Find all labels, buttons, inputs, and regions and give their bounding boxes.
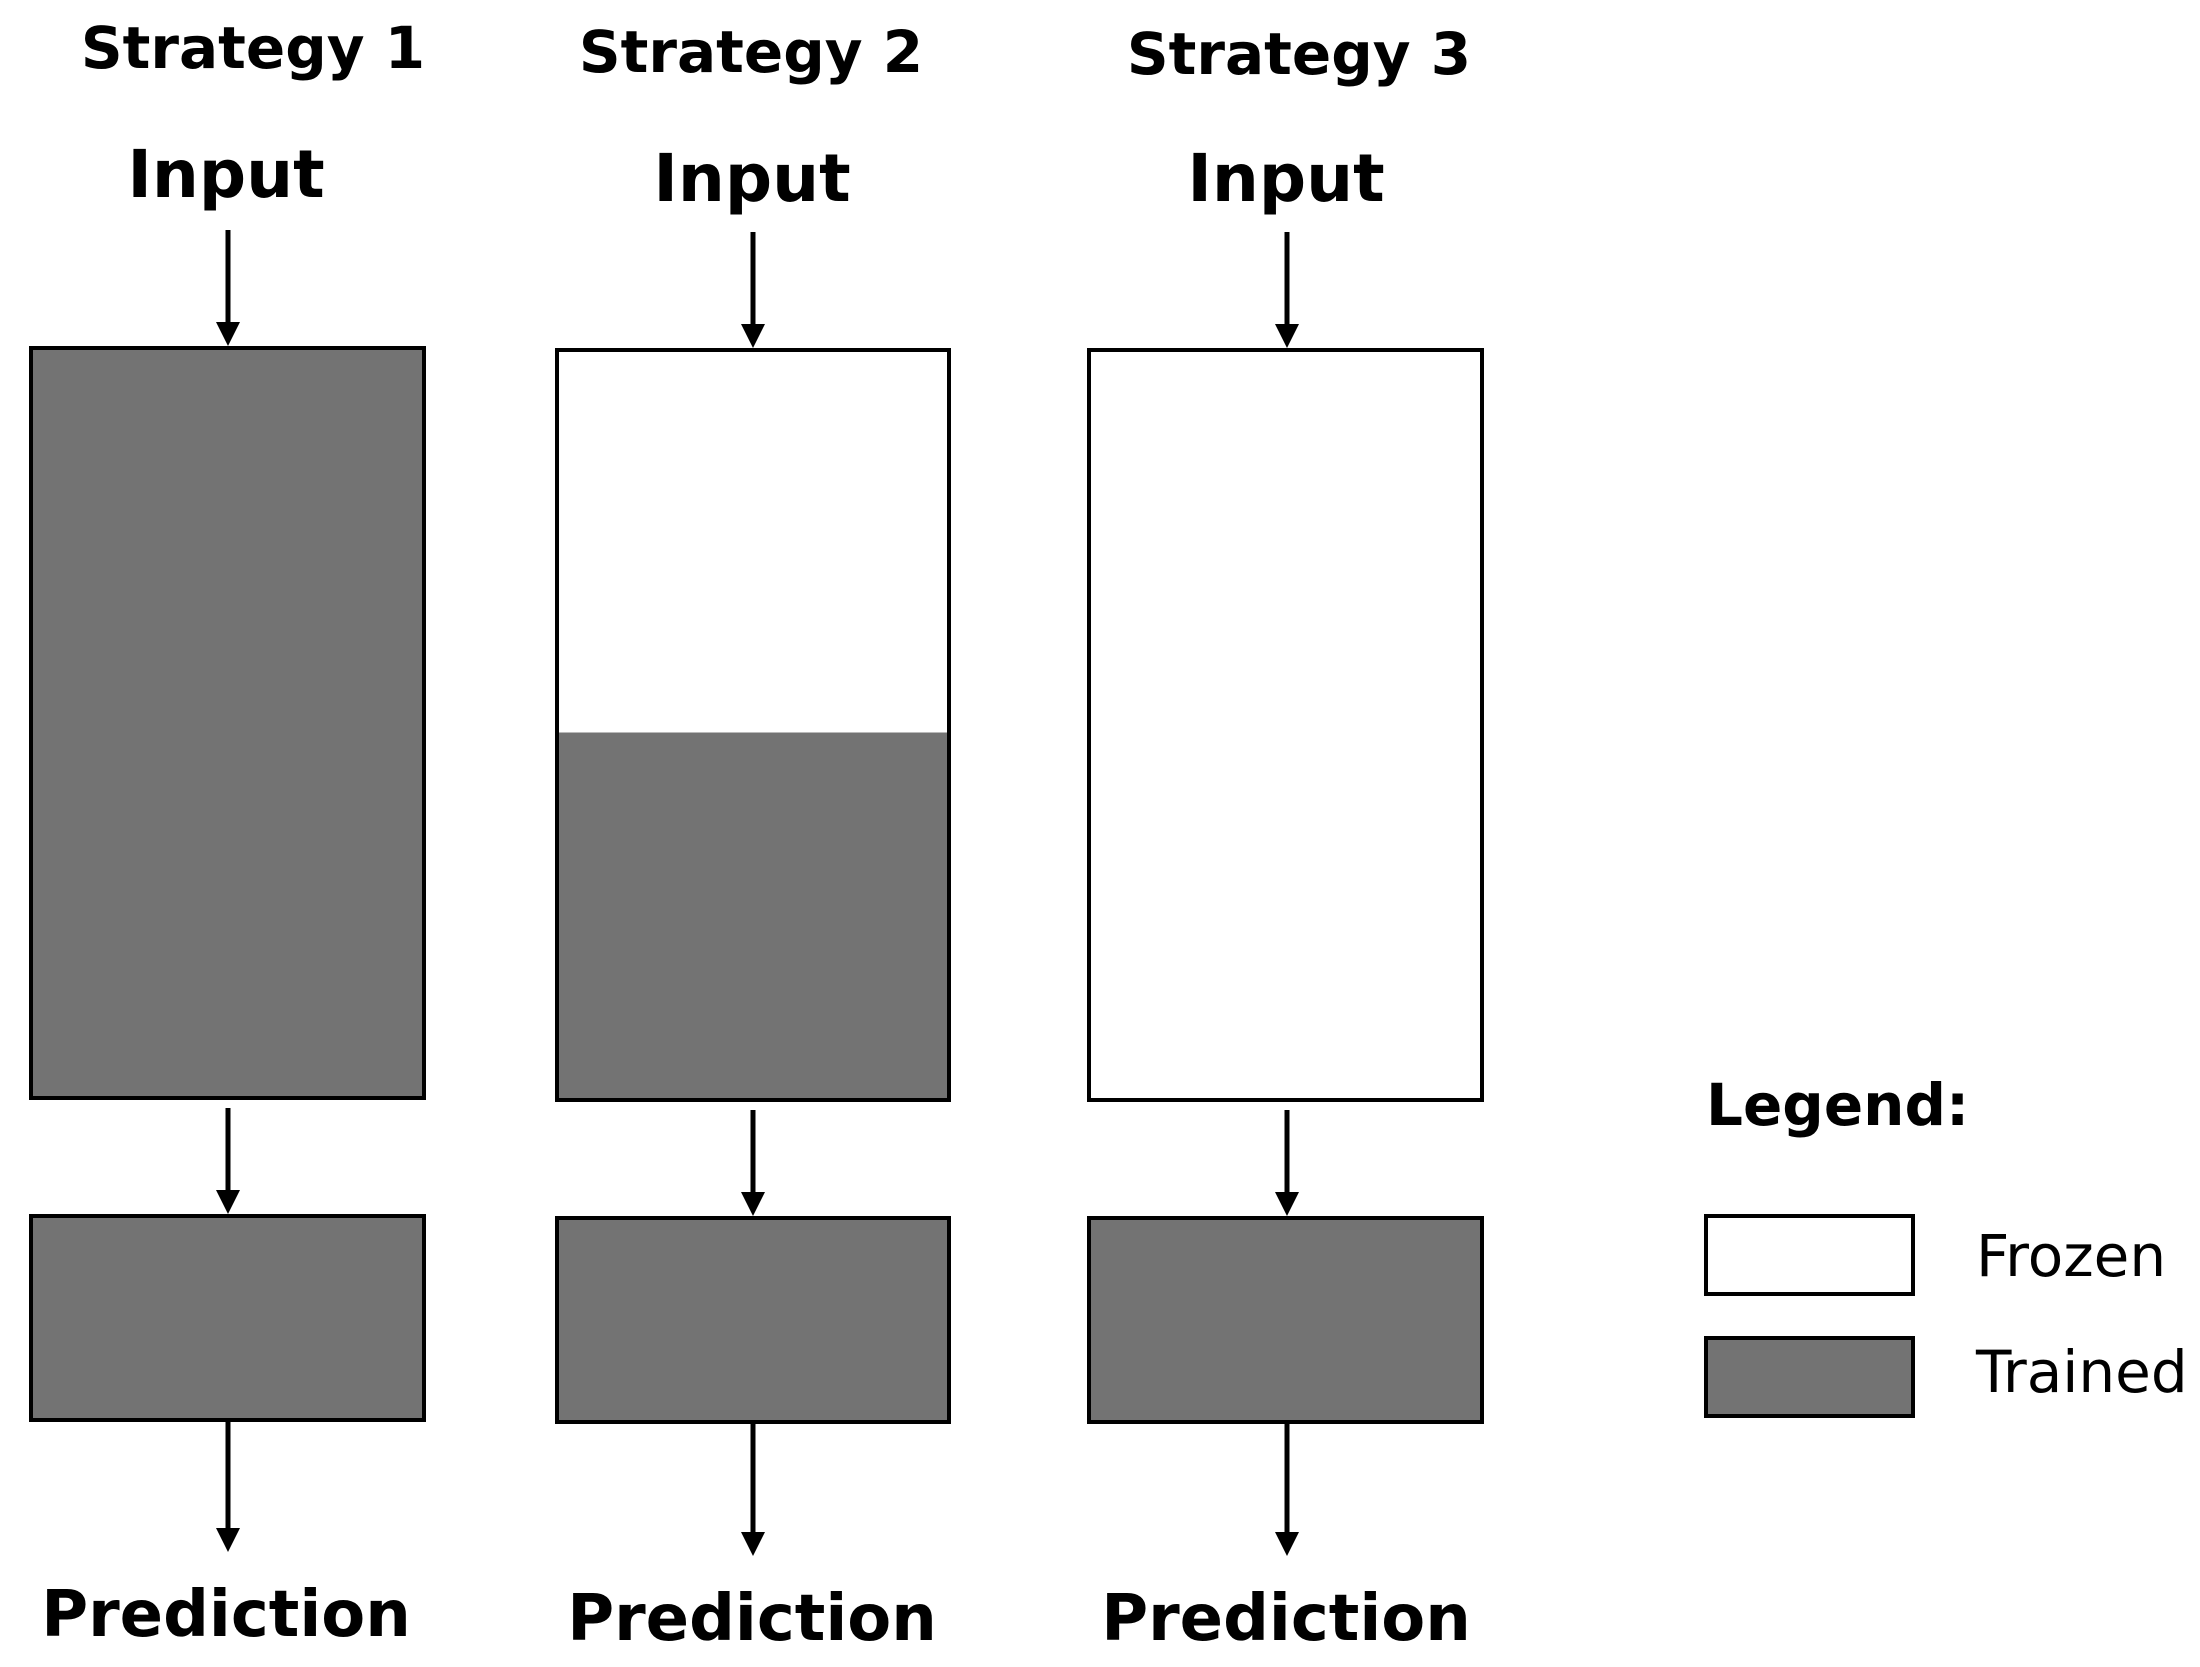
strategy-2-input-label: Input [653, 140, 850, 217]
strategy-2: Strategy 2 Input Prediction [555, 18, 951, 1656]
strategy-1-backbone-block [29, 346, 426, 1100]
legend-item-trained: Trained [1704, 1336, 2188, 1418]
strategy-3-backbone-outline [1087, 348, 1484, 1102]
strategy-3-backbone-frozen-part [1087, 348, 1484, 1102]
strategy-2-input-arrow [741, 232, 765, 348]
strategy-3-output-arrow [1275, 1424, 1299, 1556]
strategy-1-output-arrow [216, 1422, 240, 1552]
legend: Legend: Frozen Trained [1704, 1071, 2188, 1418]
strategy-1-title: Strategy 1 [81, 14, 425, 82]
strategy-2-output-arrow [741, 1424, 765, 1556]
strategy-1: Strategy 1 Input Prediction [29, 14, 426, 1652]
legend-label-trained: Trained [1975, 1338, 2188, 1406]
strategy-2-backbone-outline [555, 348, 951, 1102]
legend-title: Legend: [1706, 1071, 1969, 1139]
legend-label-frozen: Frozen [1976, 1222, 2166, 1290]
strategy-3-output-label: Prediction [1101, 1582, 1471, 1656]
strategy-1-middle-arrow [216, 1108, 240, 1214]
strategy-2-head-block [555, 1216, 951, 1424]
strategy-1-output-label: Prediction [41, 1578, 411, 1652]
legend-swatch-frozen [1704, 1214, 1915, 1296]
strategy-3-title: Strategy 3 [1127, 20, 1471, 88]
strategy-3-input-arrow [1275, 232, 1299, 348]
strategy-1-backbone-trained-part [33, 350, 422, 1096]
strategy-2-output-label: Prediction [567, 1582, 937, 1656]
strategy-3: Strategy 3 Input Prediction [1087, 20, 1484, 1656]
strategy-2-middle-arrow [741, 1110, 765, 1216]
strategy-1-backbone-outline [29, 346, 426, 1100]
strategy-3-backbone-block [1087, 348, 1484, 1102]
strategy-1-input-label: Input [127, 136, 324, 213]
strategy-3-head-block [1087, 1216, 1484, 1424]
strategy-2-backbone-trained-part [559, 732, 947, 1098]
strategy-3-middle-arrow [1275, 1110, 1299, 1216]
legend-swatch-trained [1704, 1336, 1915, 1418]
strategy-1-input-arrow [216, 230, 240, 346]
strategy-2-backbone-block [555, 348, 951, 1102]
strategy-1-head-block [29, 1214, 426, 1422]
strategy-2-title: Strategy 2 [579, 18, 923, 86]
strategy-3-input-label: Input [1187, 140, 1384, 217]
legend-item-frozen: Frozen [1704, 1214, 2166, 1296]
